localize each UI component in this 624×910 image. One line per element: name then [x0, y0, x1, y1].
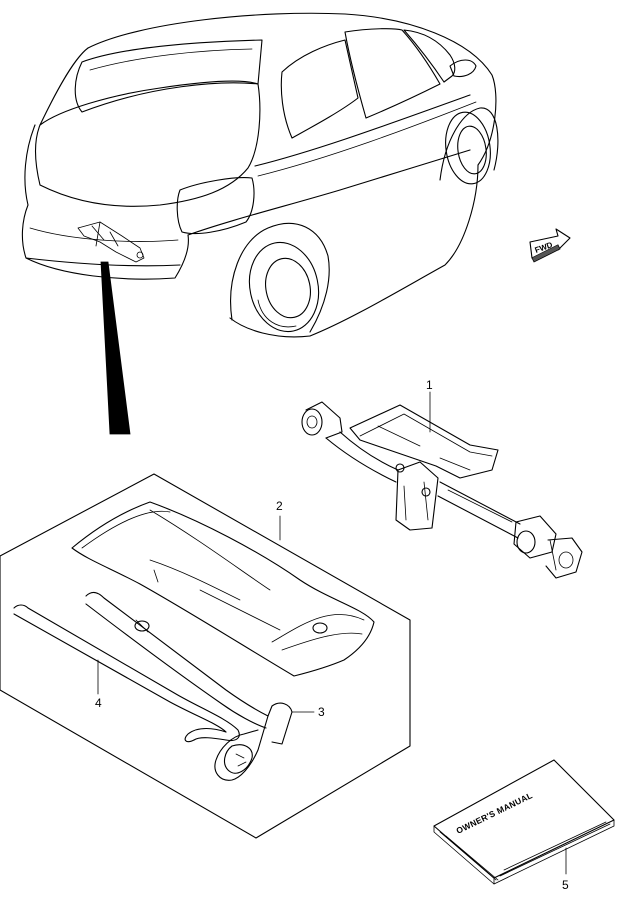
callout-part-1: 1	[426, 378, 433, 392]
owners-manual: OWNER'S MANUAL	[433, 759, 615, 885]
vehicle-rear-view	[21, 12, 499, 435]
jack-location-indicator	[77, 221, 145, 263]
manual-title: OWNER'S MANUAL	[454, 790, 534, 836]
jack	[301, 391, 583, 579]
tool-bag	[71, 501, 375, 677]
callout-part-4: 4	[95, 696, 102, 710]
wheel-wrench	[85, 591, 315, 781]
jack-handle	[13, 604, 240, 743]
tool-tray	[0, 473, 411, 839]
callout-part-5: 5	[562, 878, 569, 892]
callout-part-2: 2	[276, 499, 283, 513]
forward-direction-marker: FWD	[529, 228, 571, 263]
pointer-arrow	[100, 261, 131, 435]
callout-part-3: 3	[318, 705, 325, 719]
